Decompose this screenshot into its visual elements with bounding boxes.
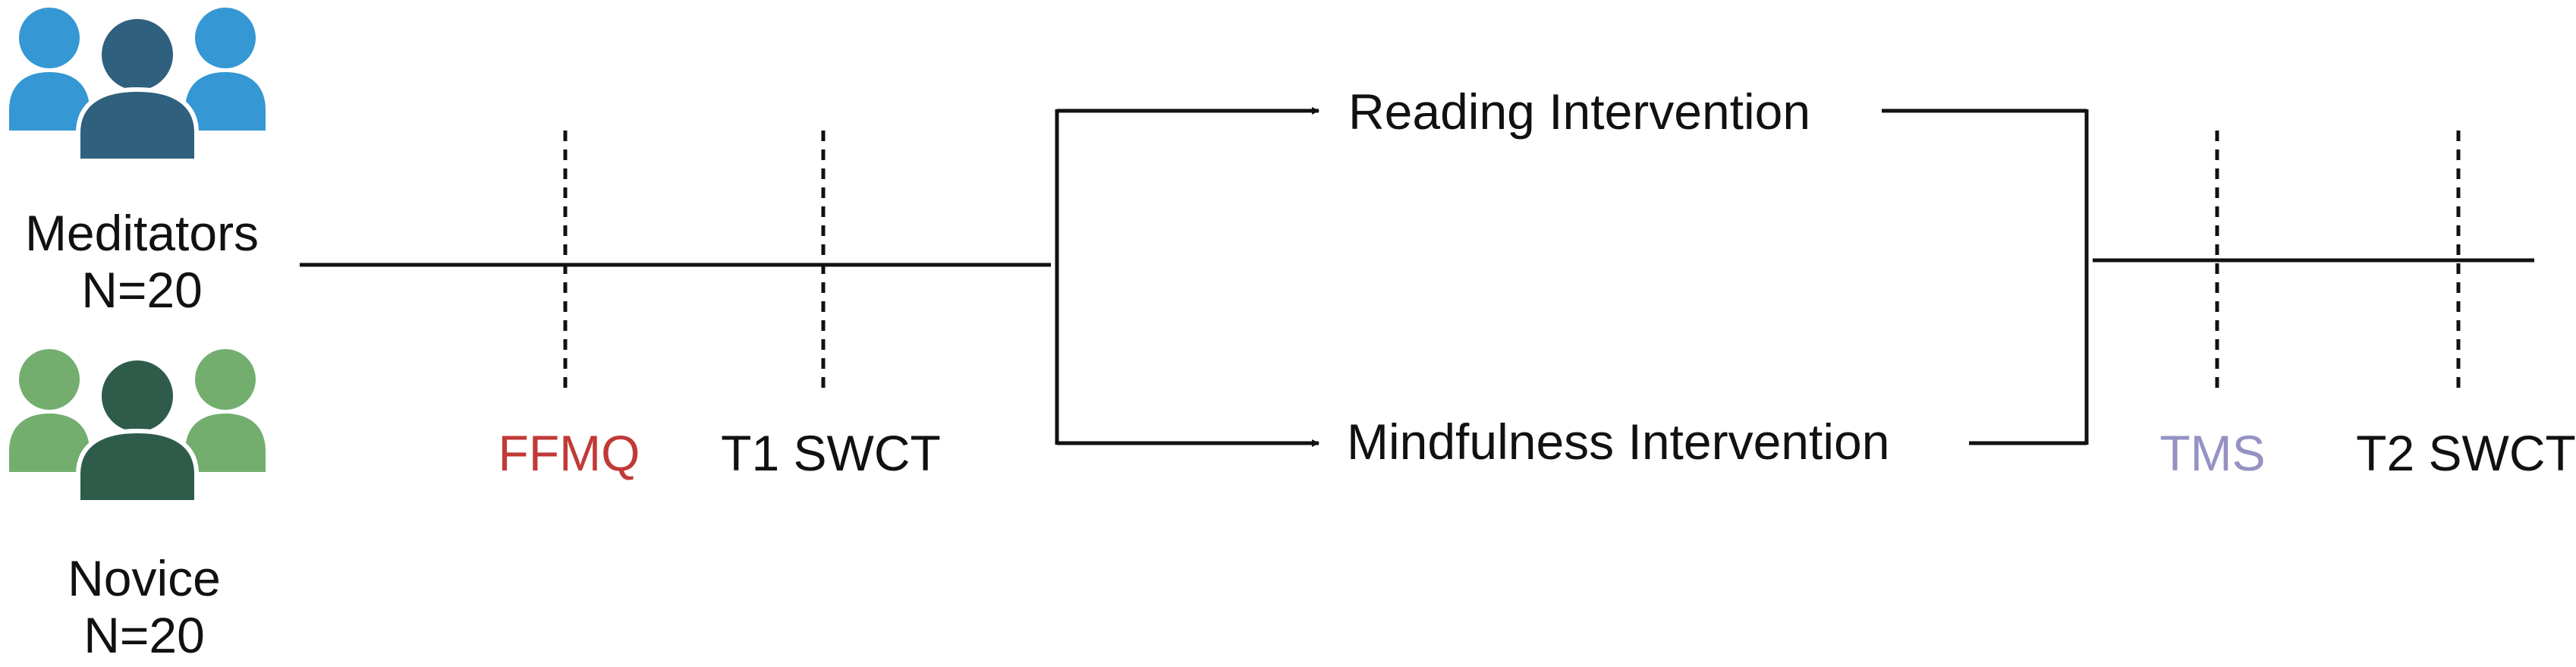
novice-group-icon [9,349,266,505]
novice-person-left [9,349,90,472]
meditators-label: Meditators [25,205,259,261]
mindfulness-intervention-label: Mindfulness Intervention [1347,414,1889,470]
tms-label: TMS [2159,425,2265,481]
novice-label: Novice [68,550,221,606]
ffmq-label: FFMQ [499,425,640,481]
meditators-count: N=20 [81,262,203,318]
meditators-person-right [185,8,266,131]
novice-person-right [185,349,266,472]
t2-swct-label: T2 SWCT [2356,425,2576,481]
meditators-group-icon [9,8,266,163]
novice-person-center [76,356,199,505]
meditators-person-left [9,8,90,131]
novice-count: N=20 [83,607,205,663]
meditators-person-center [76,14,199,163]
t1-swct-label: T1 SWCT [721,425,941,481]
reading-intervention-label: Reading Intervention [1348,83,1810,140]
